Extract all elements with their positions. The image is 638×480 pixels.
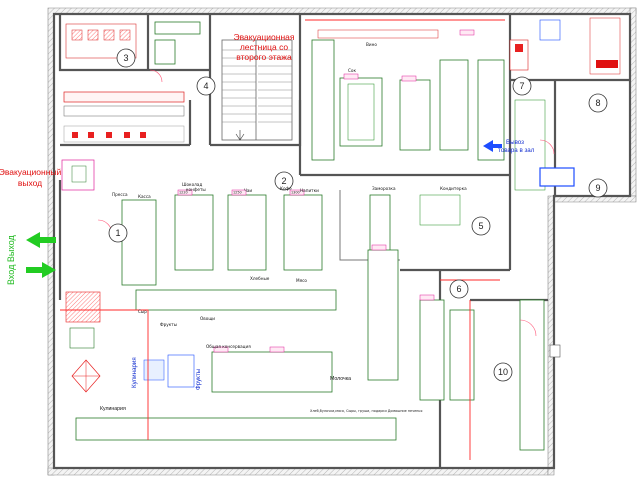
zone-6-label: 6 xyxy=(456,284,461,294)
entry-arrows xyxy=(26,232,56,278)
zone-9-label: 9 xyxy=(595,183,600,193)
zone-markers: 3 4 2 1 5 6 7 8 9 10 xyxy=(108,48,608,382)
label-pressa: Пресса xyxy=(112,192,128,197)
tag-2: 1250 xyxy=(233,191,242,195)
zone-2-label: 2 xyxy=(281,176,286,186)
label-konditerka: Кондитерка xyxy=(440,186,467,191)
label-ryby-bottom: Хлеб,булочки,мясо, Сыры, груши, подарки … xyxy=(310,409,422,413)
label-zamorozka: Заморозка xyxy=(372,186,396,191)
central-shelves-top xyxy=(311,29,505,161)
evac-exit-line2: выход xyxy=(18,178,42,188)
label-syr: Сыр xyxy=(138,309,147,314)
label-kulinariya-left: Кулинария xyxy=(131,357,138,388)
label-kassa: Касса xyxy=(138,194,151,199)
goods-exit-line1: Вывоз xyxy=(506,139,524,146)
label-vino: Вино xyxy=(366,42,377,47)
evac-stair-line3: второго этажа xyxy=(236,52,292,62)
label-frukty: Фрукты xyxy=(160,322,177,327)
label-ovoshi: Овощи xyxy=(200,316,215,321)
goods-exit-line2: товара в зал xyxy=(498,147,535,154)
evac-exit-line1: Эвакуационный xyxy=(0,167,62,177)
decor xyxy=(61,159,195,393)
label-sok: Сок xyxy=(348,68,356,73)
label-frukty-left: Фрукты xyxy=(195,368,202,390)
label-obsh-kons: Общая консервация xyxy=(206,344,251,349)
tag-texts: 1220 1250 1300 xyxy=(179,191,300,195)
tag-3: 1300 xyxy=(291,191,300,195)
zone-3-label: 3 xyxy=(123,53,128,63)
evac-stair-label: Эвакуационная лестница со второго этажа xyxy=(233,32,294,62)
label-shokolad-2: конфеты xyxy=(186,187,206,192)
label-khlebnye: Хлебные xyxy=(250,276,270,281)
label-molochka: Молочка xyxy=(330,376,351,382)
label-kofe: Кофе xyxy=(280,186,292,191)
zone-1-label: 1 xyxy=(115,228,120,238)
zone-7-label: 7 xyxy=(519,81,524,91)
tag-1: 1220 xyxy=(179,191,188,195)
label-chai: Чаи xyxy=(244,188,252,193)
zone-8-label: 8 xyxy=(595,98,600,108)
label-myaso: Мясо xyxy=(296,278,307,283)
evacuation-stair xyxy=(221,39,293,141)
red-walkways xyxy=(60,19,505,460)
goods-arrow xyxy=(483,140,502,152)
zone-5-label: 5 xyxy=(478,221,483,231)
label-shokolad-1: Шоколад xyxy=(182,182,202,187)
evac-stair-line2: лестница со xyxy=(240,42,289,52)
mid-left-shelves xyxy=(75,194,397,441)
entry-exit-label: Вход Выход xyxy=(6,234,16,285)
evac-exit-label: Эвакуационный выход xyxy=(0,167,62,188)
zone-10-label: 10 xyxy=(498,367,508,377)
section-labels: Пресса Касса Шоколад конфеты Чаи Напитки… xyxy=(100,42,467,413)
label-napitki: Напитки xyxy=(300,188,319,193)
label-kulinariya-bottom: Кулинария xyxy=(100,406,126,412)
left-lockers xyxy=(63,91,185,143)
item-tags xyxy=(177,29,475,353)
zone-4-label: 4 xyxy=(203,81,208,91)
evac-stair-line1: Эвакуационная xyxy=(233,32,294,42)
